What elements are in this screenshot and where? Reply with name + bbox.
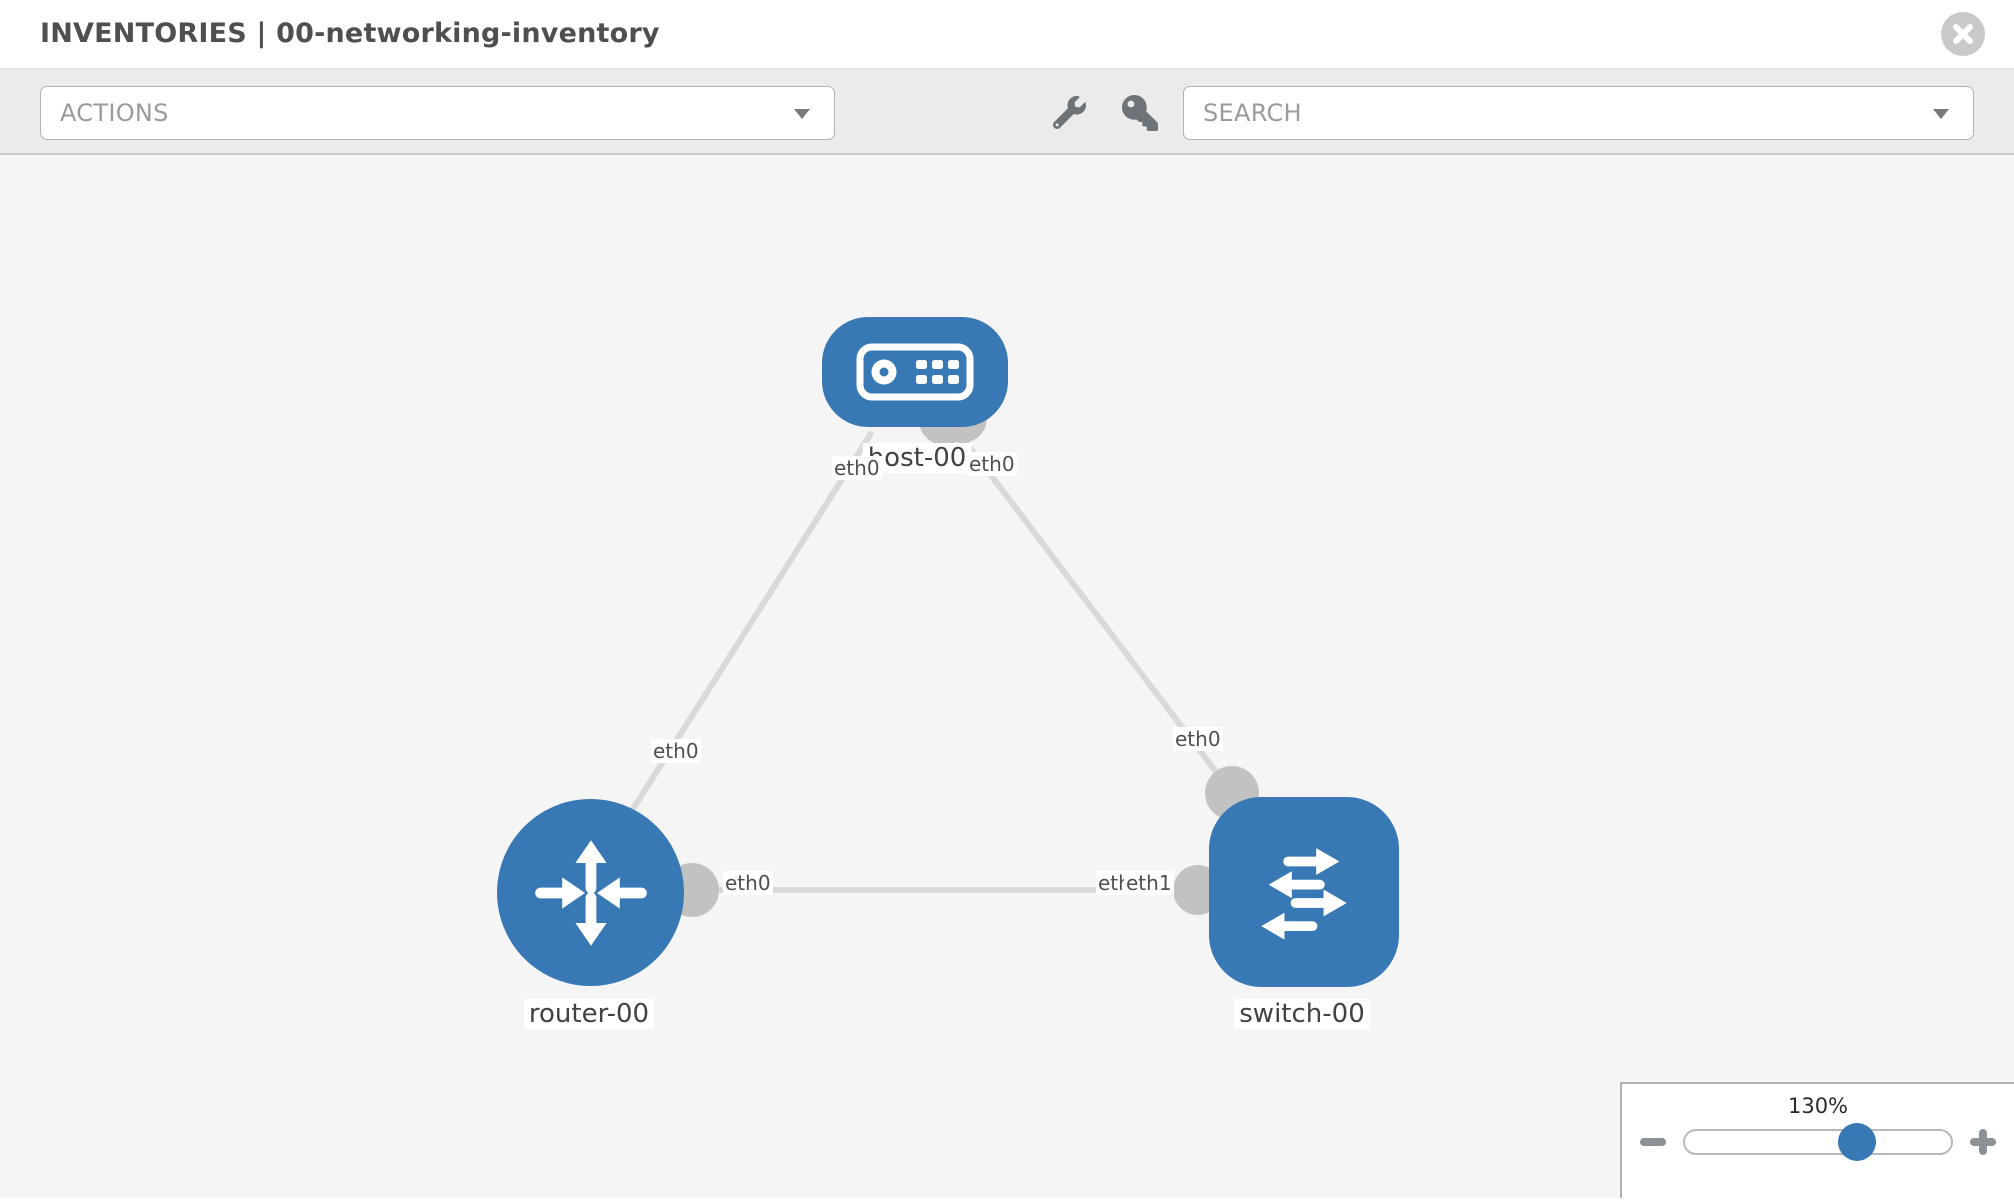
zoom-slider-handle[interactable]	[1838, 1123, 1876, 1161]
router-icon	[534, 839, 647, 946]
zoom-controls	[1622, 1123, 2014, 1161]
minus-icon	[1640, 1138, 1666, 1146]
node-label-switch: switch-00	[1234, 999, 1370, 1029]
actions-dropdown-label: ACTIONS	[60, 99, 169, 127]
zoom-in-button[interactable]	[1969, 1128, 1997, 1156]
plus-icon	[1979, 1129, 1987, 1155]
interface-label-host-right: eth0	[967, 452, 1017, 476]
close-button[interactable]	[1941, 12, 1985, 56]
actions-dropdown[interactable]: ACTIONS	[40, 86, 835, 140]
node-host-00[interactable]	[822, 317, 1008, 427]
topology-canvas[interactable]: host-00 router-00 switch-00 eth0 eth0 et…	[0, 155, 2014, 1198]
chevron-down-icon	[794, 109, 810, 119]
toolbar: ACTIONS SEARCH	[0, 70, 2014, 155]
node-router-00[interactable]	[497, 799, 684, 986]
interface-label-host-left: eth0	[832, 456, 882, 480]
node-label-router: router-00	[523, 999, 655, 1029]
search-dropdown[interactable]: SEARCH	[1183, 86, 1974, 140]
chevron-down-icon	[1933, 109, 1949, 119]
topology-links-layer	[623, 393, 1259, 917]
switch-icon	[1261, 848, 1347, 940]
toolbar-icons	[1040, 70, 1170, 155]
zoom-panel: 130%	[1620, 1082, 2014, 1198]
header: INVENTORIES | 00-networking-inventory	[0, 0, 2014, 70]
wrench-icon	[1052, 96, 1086, 129]
interface-label-host-switch-mid: eth0	[1173, 727, 1223, 751]
credentials-button[interactable]	[1121, 94, 1158, 131]
key-icon	[1121, 94, 1158, 131]
host-icon	[856, 343, 974, 401]
interface-label-switch-eth1: eth1	[1124, 871, 1174, 895]
page-title: INVENTORIES | 00-networking-inventory	[40, 18, 660, 49]
zoom-slider[interactable]	[1683, 1123, 1953, 1161]
zoom-level: 130%	[1787, 1094, 1849, 1118]
configure-button[interactable]	[1052, 96, 1086, 129]
interface-label-router-eth0: eth0	[723, 871, 773, 895]
zoom-out-button[interactable]	[1639, 1128, 1667, 1156]
search-dropdown-label: SEARCH	[1203, 99, 1302, 127]
interface-label-host-router-mid: eth0	[651, 739, 701, 763]
close-icon	[1953, 24, 1973, 44]
node-switch-00[interactable]	[1209, 797, 1399, 987]
